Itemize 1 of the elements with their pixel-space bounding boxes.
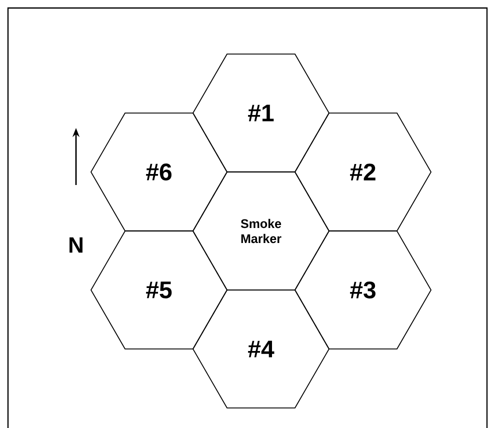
compass-label: N — [70, 237, 82, 253]
